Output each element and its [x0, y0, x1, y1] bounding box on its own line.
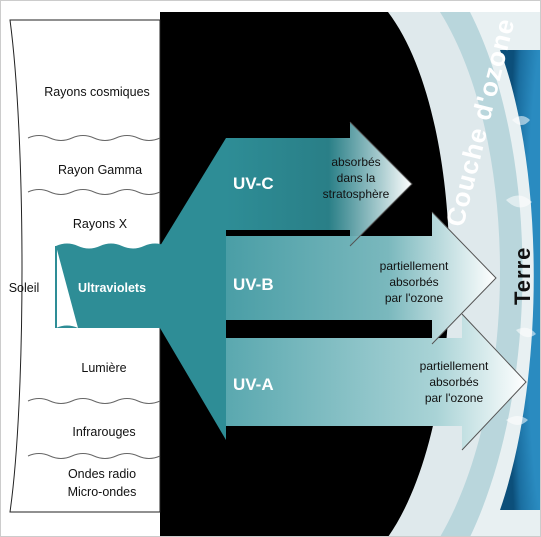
band-label-xray: Rayons X: [73, 217, 128, 231]
uv-b-label: UV-B: [233, 275, 274, 294]
uv-a-note-line2: absorbés: [429, 375, 478, 389]
band-label-gamma: Rayon Gamma: [58, 163, 142, 177]
band-label-light: Lumière: [81, 361, 126, 375]
uv-b-note-line3: par l'ozone: [385, 291, 444, 305]
band-label-ultraviolet: Ultraviolets: [78, 281, 146, 295]
uv-c-note-line3: stratosphère: [323, 187, 390, 201]
uv-a-note-line3: par l'ozone: [425, 391, 484, 405]
band-label-infrared: Infrarouges: [72, 425, 135, 439]
band-label-microwave: Micro-ondes: [68, 485, 137, 499]
sun-label: Soleil: [9, 281, 40, 295]
uv-a-label: UV-A: [233, 375, 274, 394]
uv-c-note-line2: dans la: [337, 171, 376, 185]
uv-b-note-line2: absorbés: [389, 275, 438, 289]
band-label-radio: Ondes radio: [68, 467, 136, 481]
uv-c-note-line1: absorbés: [331, 155, 380, 169]
uv-b-note-line1: partiellement: [380, 259, 449, 273]
uv-a-note-line1: partiellement: [420, 359, 489, 373]
band-label-cosmic: Rayons cosmiques: [44, 85, 150, 99]
earth-label: Terre: [510, 247, 535, 305]
uv-c-label: UV-C: [233, 174, 274, 193]
